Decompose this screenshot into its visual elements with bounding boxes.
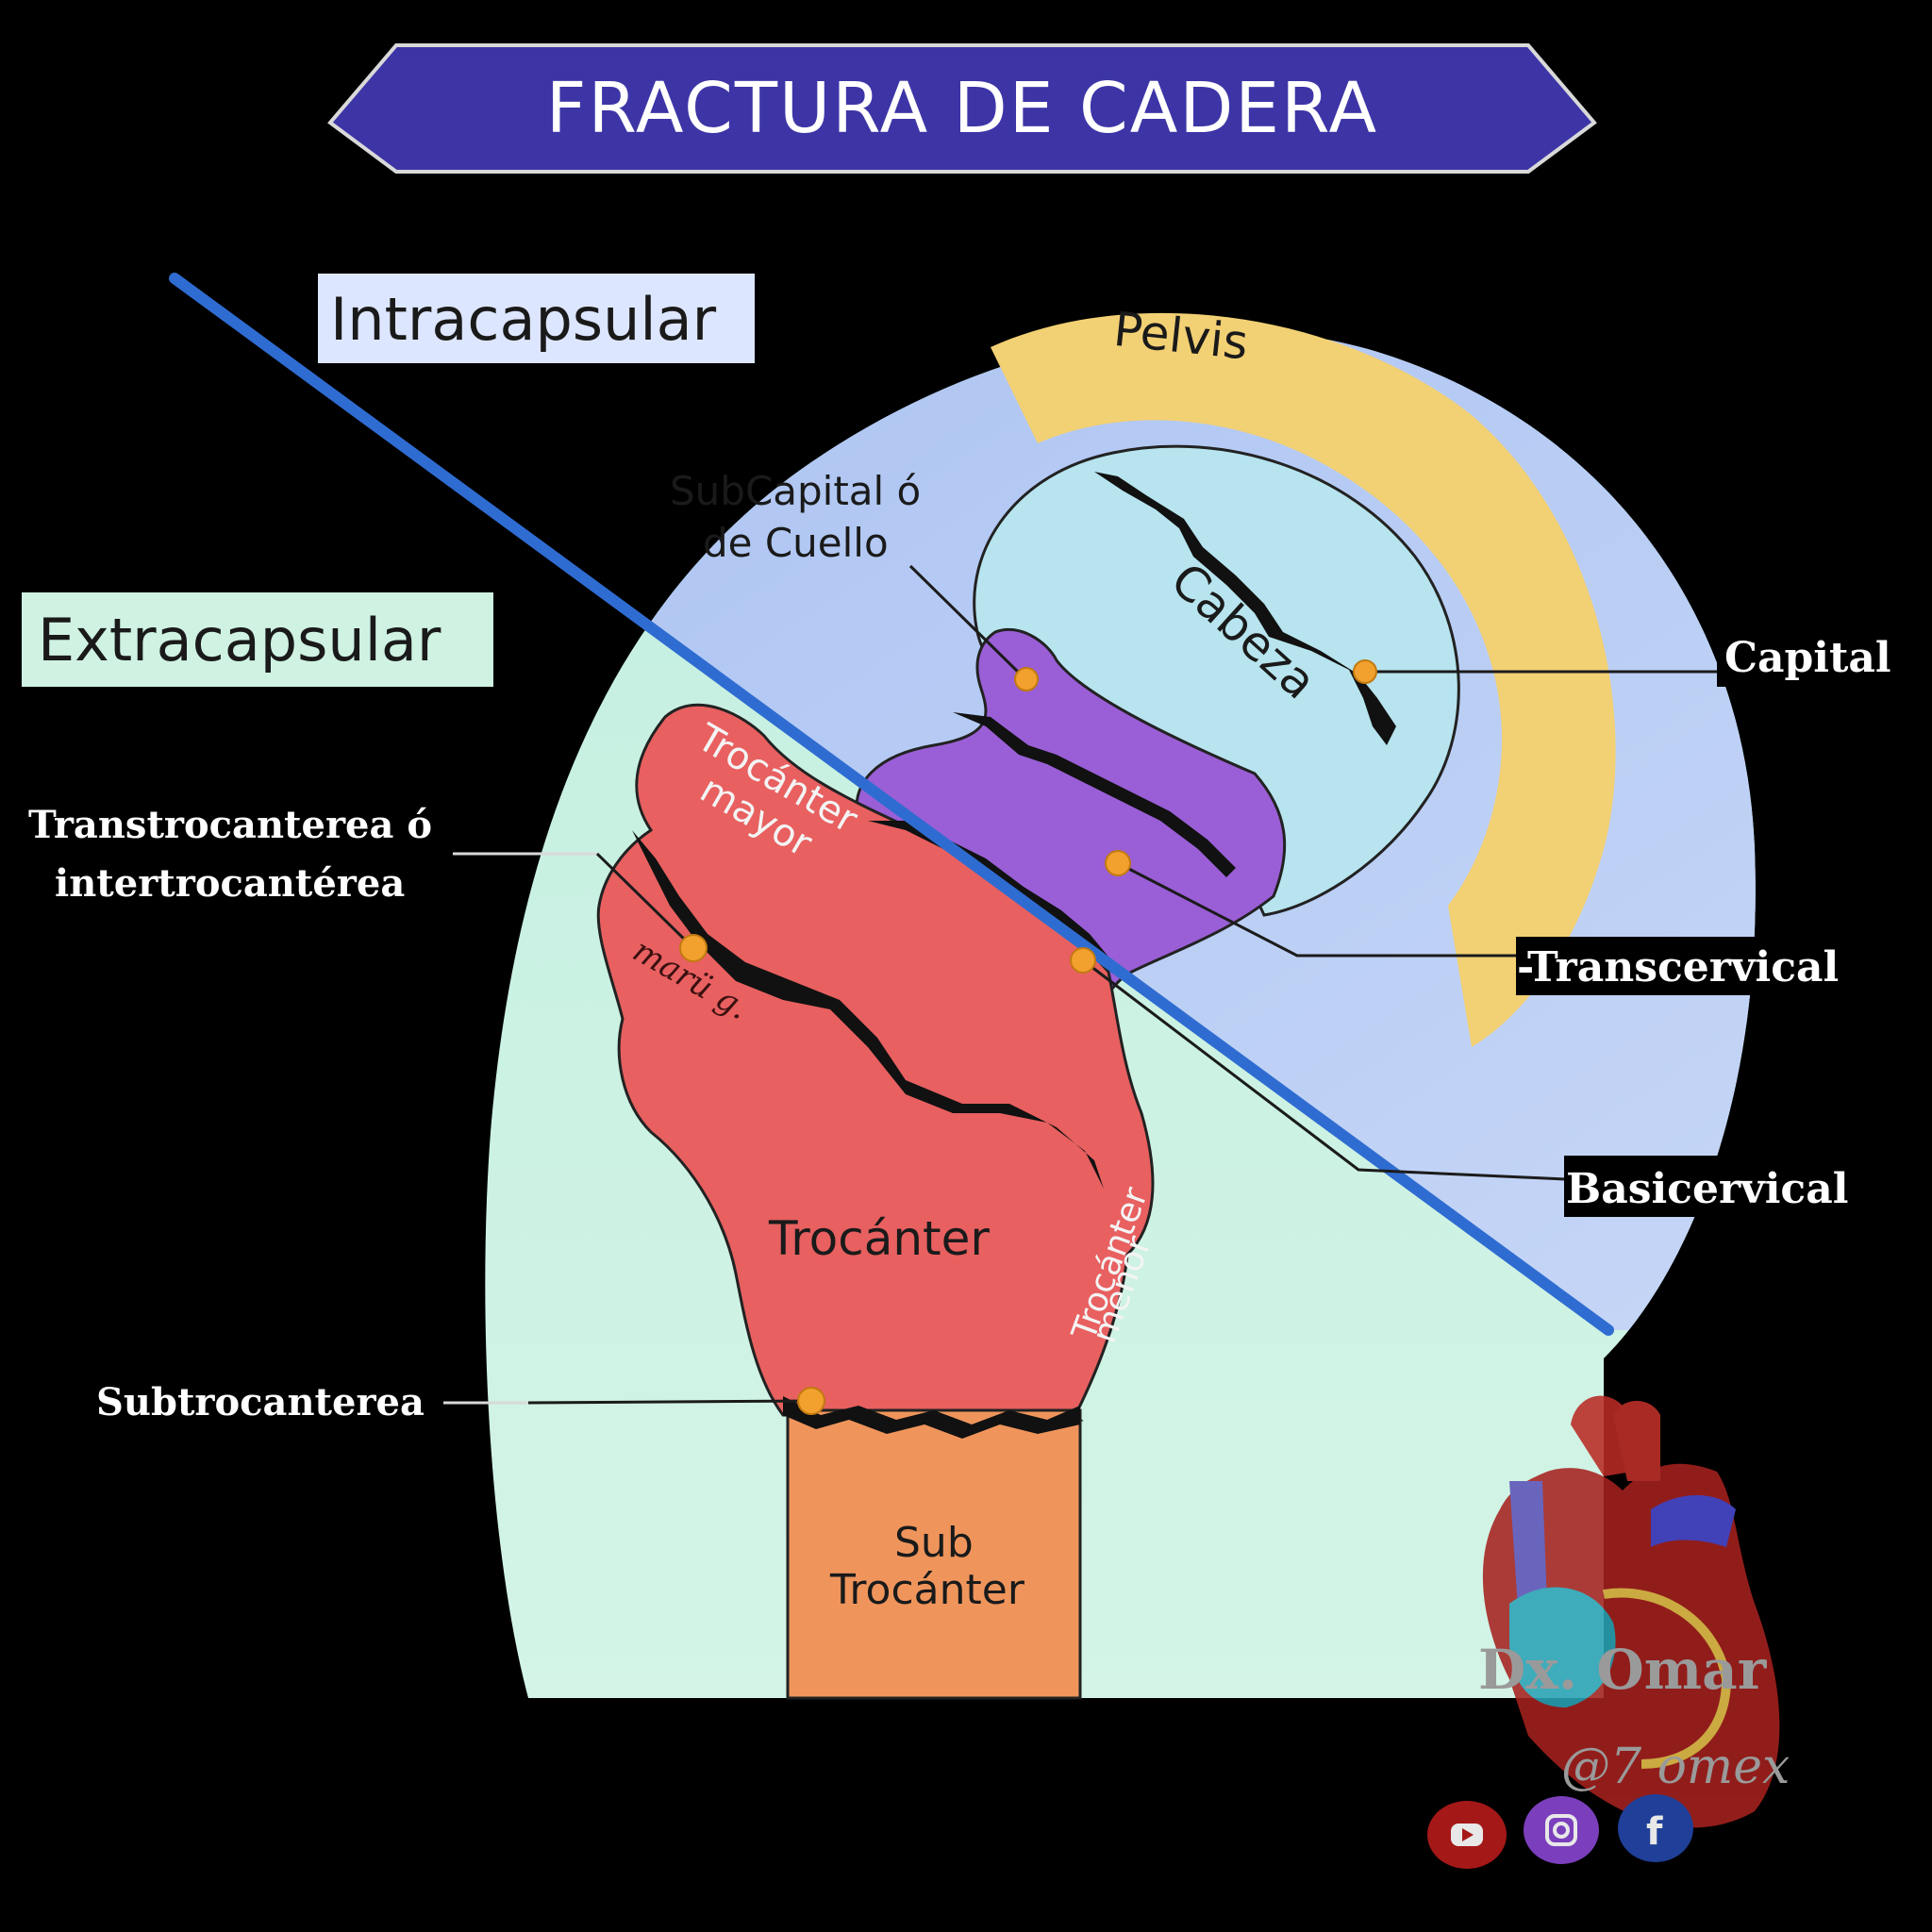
heart-logo	[1482, 1395, 1780, 1828]
subtrochanteric-crack	[783, 1396, 1080, 1439]
subtrocanterea-label: Subtrocanterea	[96, 1380, 425, 1424]
capital-label: Capital	[1724, 634, 1891, 682]
transcervical-label: -Transcervical	[1517, 943, 1839, 991]
basicervical-label: Basicervical	[1566, 1165, 1848, 1213]
transcervical-leader	[1117, 861, 1519, 958]
intracapsular-label-box	[318, 274, 755, 363]
youtube-icon[interactable]	[1427, 1801, 1507, 1869]
subcapital-leader	[908, 564, 1025, 679]
trocanter-label: Trocánter	[768, 1211, 990, 1266]
subcapital-dot	[1014, 667, 1039, 691]
transtrocanterea-dot	[679, 934, 708, 962]
transtrocanterea-leader-2	[595, 852, 695, 950]
capital-dot	[1353, 659, 1377, 684]
sub-trochanter-shape	[786, 1408, 1082, 1700]
sub-trocanter-label-line2: Trocánter	[829, 1566, 1025, 1614]
subtrocanterea-leader	[527, 1399, 812, 1405]
subcapital-label-line1: SubCapital ó	[670, 468, 921, 514]
capsule-boundary-line	[169, 273, 1614, 1336]
transcervical-crack	[953, 712, 1236, 877]
pelvis-shape	[991, 312, 1616, 1048]
instagram-icon[interactable]	[1524, 1796, 1599, 1864]
watermark-name: Dx. Omar	[1478, 1638, 1768, 1702]
capital-label-box	[1717, 630, 1923, 687]
facebook-icon[interactable]: f	[1618, 1794, 1693, 1862]
transcervical-dot	[1105, 850, 1131, 876]
subcapital-label-line2: de Cuello	[703, 520, 889, 566]
extracapsular-label: Extracapsular	[38, 606, 441, 675]
transtrocanterea-label-line1: Transtrocanterea ó	[28, 803, 432, 847]
basicervical-dot	[1070, 947, 1096, 974]
basicervical-leader	[1082, 958, 1567, 1181]
extracapsular-label-box	[22, 592, 493, 687]
watermark-handle: @7 omex	[1561, 1739, 1790, 1795]
subtrocanterea-dot	[797, 1387, 825, 1415]
transcervical-label-box	[1516, 937, 1922, 995]
sub-trocanter-label-line1: Sub	[894, 1519, 974, 1567]
title-banner	[327, 43, 1597, 174]
page-title: FRACTURA DE CADERA	[546, 68, 1378, 149]
intracapsular-label: Intracapsular	[330, 285, 717, 354]
basicervical-label-box	[1564, 1156, 1904, 1217]
svg-text:f: f	[1646, 1810, 1663, 1854]
transtrocanterea-label-line2: intertrocantérea	[55, 861, 405, 906]
